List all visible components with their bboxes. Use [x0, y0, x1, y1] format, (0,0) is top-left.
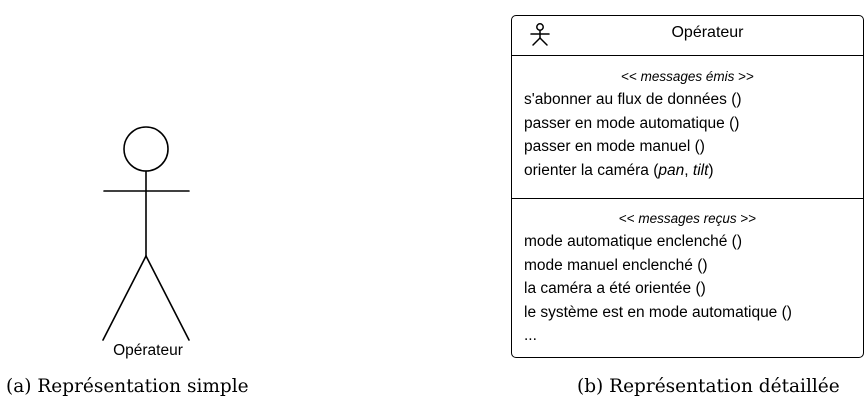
- received-message: le système est en mode automatique (): [524, 303, 792, 321]
- received-messages-section: << messages reçus >> mode automatique en…: [524, 209, 859, 348]
- section-divider: [512, 198, 863, 199]
- actor-right-leg: [145, 255, 190, 341]
- sent-message: passer en mode automatique (): [524, 114, 740, 132]
- stereotype-sent: << messages émis >>: [621, 69, 754, 84]
- sent-messages-section: << messages émis >> s'abonner au flux de…: [524, 67, 859, 182]
- stereotype-sent-keyword: messages émis: [640, 69, 735, 84]
- actor-head: [123, 126, 169, 172]
- sent-message-orient-camera: orienter la caméra (pan, tilt): [524, 161, 714, 179]
- box-title: Opérateur: [671, 24, 744, 41]
- stick-figure-icon: [102, 126, 190, 341]
- detailed-actor-box: Opérateur << messages émis >> s'abonner …: [511, 15, 864, 358]
- actor-name-label: Opérateur: [113, 342, 183, 359]
- sent-message: passer en mode manuel (): [524, 138, 705, 155]
- received-message: mode manuel enclenché (): [524, 256, 708, 274]
- stereotype-received-keyword: messages reçus: [638, 211, 737, 226]
- caption-simple: (a) Représentation simple: [6, 376, 249, 397]
- actor-icon: [530, 23, 550, 46]
- sent-message: s'abonner au flux de données (): [524, 91, 742, 108]
- received-message-ellipsis: ...: [524, 327, 537, 344]
- box-header: Opérateur: [512, 16, 863, 56]
- received-message: mode automatique enclenché (): [524, 233, 742, 250]
- param-tilt: tilt: [692, 161, 709, 179]
- received-message: la caméra a été orientée (): [524, 280, 706, 297]
- actor-left-leg: [102, 255, 147, 341]
- stereotype-received: << messages reçus >>: [618, 211, 757, 226]
- param-pan: pan: [658, 161, 685, 179]
- caption-detailed: (b) Représentation détaillée: [577, 376, 840, 397]
